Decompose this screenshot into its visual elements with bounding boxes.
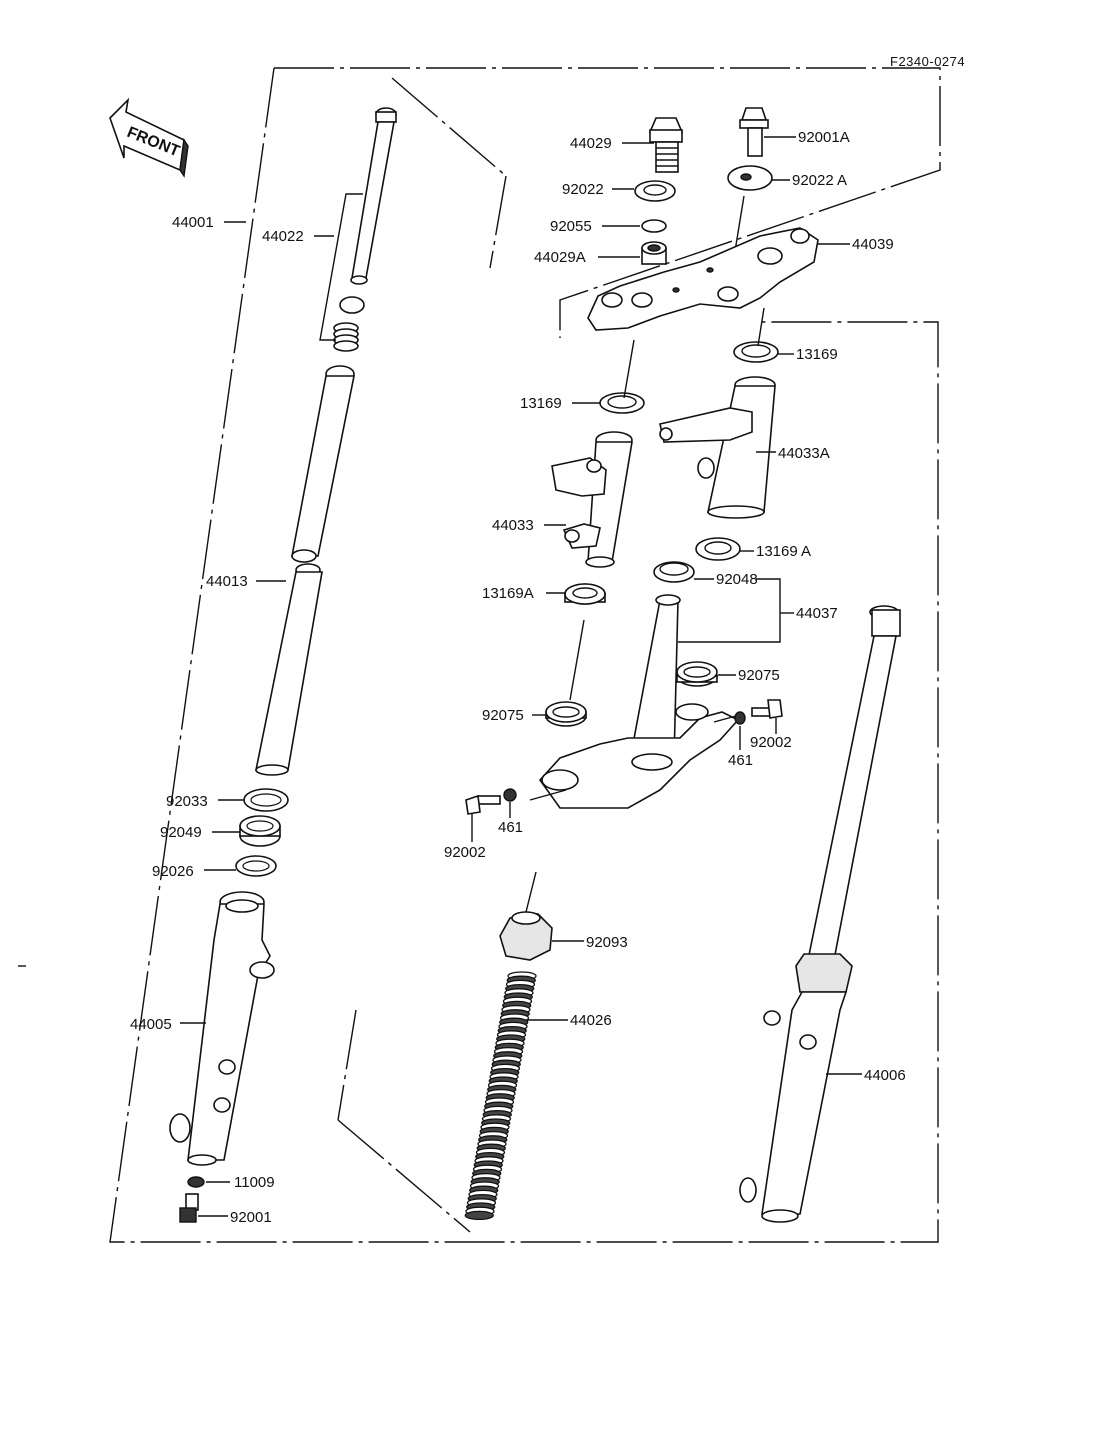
part-92055-o-ring <box>641 219 667 233</box>
label-11009: 11009 <box>234 1174 275 1191</box>
part-92033-circlip <box>243 788 289 812</box>
diagram-code: F2340-0274 <box>890 54 965 69</box>
label-44013: 44013 <box>206 573 248 590</box>
part-92093-dust-cover <box>499 911 553 961</box>
label-92075-left: 92075 <box>482 707 524 724</box>
label-44037: 44037 <box>796 605 838 622</box>
part-92048-dust-seal <box>653 561 695 583</box>
part-92002-bolt-left <box>465 794 501 815</box>
part-44037-steering-stem <box>529 594 740 809</box>
label-92075-right: 92075 <box>738 667 780 684</box>
label-92049: 92049 <box>160 824 202 841</box>
label-92033: 92033 <box>166 793 208 810</box>
part-13169A-seal-left <box>564 583 606 605</box>
label-92022A: 92022 A <box>792 172 847 189</box>
part-92022A-washer <box>727 165 773 191</box>
label-44001: 44001 <box>172 214 214 231</box>
part-461-washer-left <box>503 788 517 802</box>
label-92002-left: 92002 <box>444 844 486 861</box>
label-92022: 92022 <box>562 181 604 198</box>
part-92075-bearing-left <box>545 701 587 727</box>
part-13169A-seal-right <box>695 537 741 561</box>
part-13169-washer-left <box>599 392 645 414</box>
label-92093: 92093 <box>586 934 628 951</box>
label-92055: 92055 <box>550 218 592 235</box>
part-44026-fork-spring <box>464 971 537 1221</box>
label-44005: 44005 <box>130 1016 172 1033</box>
part-92049-bushing <box>239 815 281 847</box>
part-92001-bolt <box>179 1193 199 1223</box>
part-44033-left-holder <box>551 431 633 568</box>
spring-coil <box>464 1210 494 1221</box>
part-92075-bearing-right <box>676 661 718 687</box>
label-44026: 44026 <box>570 1012 612 1029</box>
label-44033A: 44033A <box>778 445 830 462</box>
part-44029A-adjuster <box>641 241 667 265</box>
label-13169-left: 13169 <box>520 395 562 412</box>
label-44022: 44022 <box>262 228 304 245</box>
label-92001: 92001 <box>230 1209 272 1226</box>
label-92026: 92026 <box>152 863 194 880</box>
label-461-left: 461 <box>498 819 523 836</box>
part-44033A-right-holder <box>659 376 776 519</box>
part-461-washer-right <box>734 711 746 725</box>
part-44013-inner-tube <box>255 365 355 776</box>
label-92048: 92048 <box>716 571 758 588</box>
part-44029-top-bolt <box>648 117 684 173</box>
assembly-frame-lines <box>109 67 941 1243</box>
label-44033: 44033 <box>492 517 534 534</box>
label-13169A-left: 13169A <box>482 585 534 602</box>
part-44006-right-outer-tube <box>739 605 901 1223</box>
label-92002-right: 92002 <box>750 734 792 751</box>
part-92002-bolt-right <box>751 699 783 719</box>
part-92022-washer <box>634 180 676 202</box>
label-461-right: 461 <box>728 752 753 769</box>
part-44005-left-outer-tube <box>169 891 275 1166</box>
label-13169-right: 13169 <box>796 346 838 363</box>
label-44006: 44006 <box>864 1067 906 1084</box>
part-11009-gasket <box>187 1176 205 1188</box>
part-13169-washer-right <box>733 341 779 363</box>
label-13169A-right: 13169 A <box>756 543 811 560</box>
label-92001A: 92001A <box>798 129 850 146</box>
part-44039-upper-triple-clamp <box>587 227 819 331</box>
label-44029: 44029 <box>570 135 612 152</box>
front-arrow-icon: FRONT <box>109 97 189 178</box>
part-44022-damper-rod <box>333 107 397 352</box>
label-44039: 44039 <box>852 236 894 253</box>
part-92026-washer <box>235 855 277 877</box>
part-92001A-bolt <box>739 107 769 157</box>
label-44029A: 44029A <box>534 249 586 266</box>
